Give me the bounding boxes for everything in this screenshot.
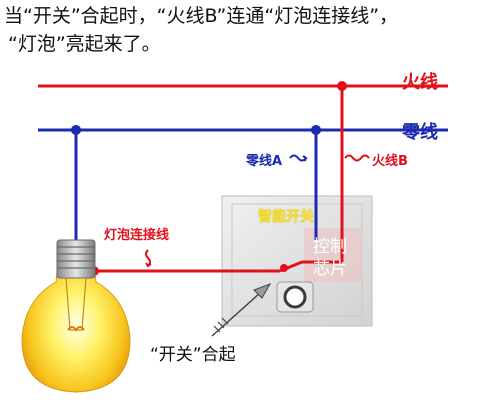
bulb-wire-label: 灯泡连接线 [104, 228, 170, 243]
light-bulb [21, 239, 131, 393]
switch-closed-label: “开关”合起 [150, 345, 236, 365]
switch-push-button [276, 281, 314, 313]
control-chip [304, 228, 362, 282]
neutral-wire-label: 零线 [402, 122, 438, 143]
control-chip-label-line-1: 控制 [313, 237, 347, 257]
caption-line-2: “灯泡”亮起来了。 [8, 33, 161, 55]
neutral-a-label: 零线A [246, 154, 283, 169]
switch-contact-dot [280, 264, 288, 272]
control-chip-label-line-2: 芯片 [313, 259, 347, 279]
bulb-wire-squiggle-icon [145, 249, 152, 268]
caption-line-1: 当“开关”合起时，“火线B”连通“灯泡连接线”， [4, 5, 399, 27]
live-b-label: 火线B [372, 154, 408, 169]
neutral-a-squiggle-icon [289, 154, 308, 162]
smart-switch-label: 智能开关 [258, 209, 314, 225]
switch-pointer-arrow-icon [211, 283, 272, 337]
live-wire-label: 火线 [402, 72, 438, 93]
live-b-squiggle-icon [344, 154, 370, 162]
caption: 当“开关”合起时，“火线B”连通“灯泡连接线”， “灯泡”亮起来了。 [4, 2, 478, 58]
